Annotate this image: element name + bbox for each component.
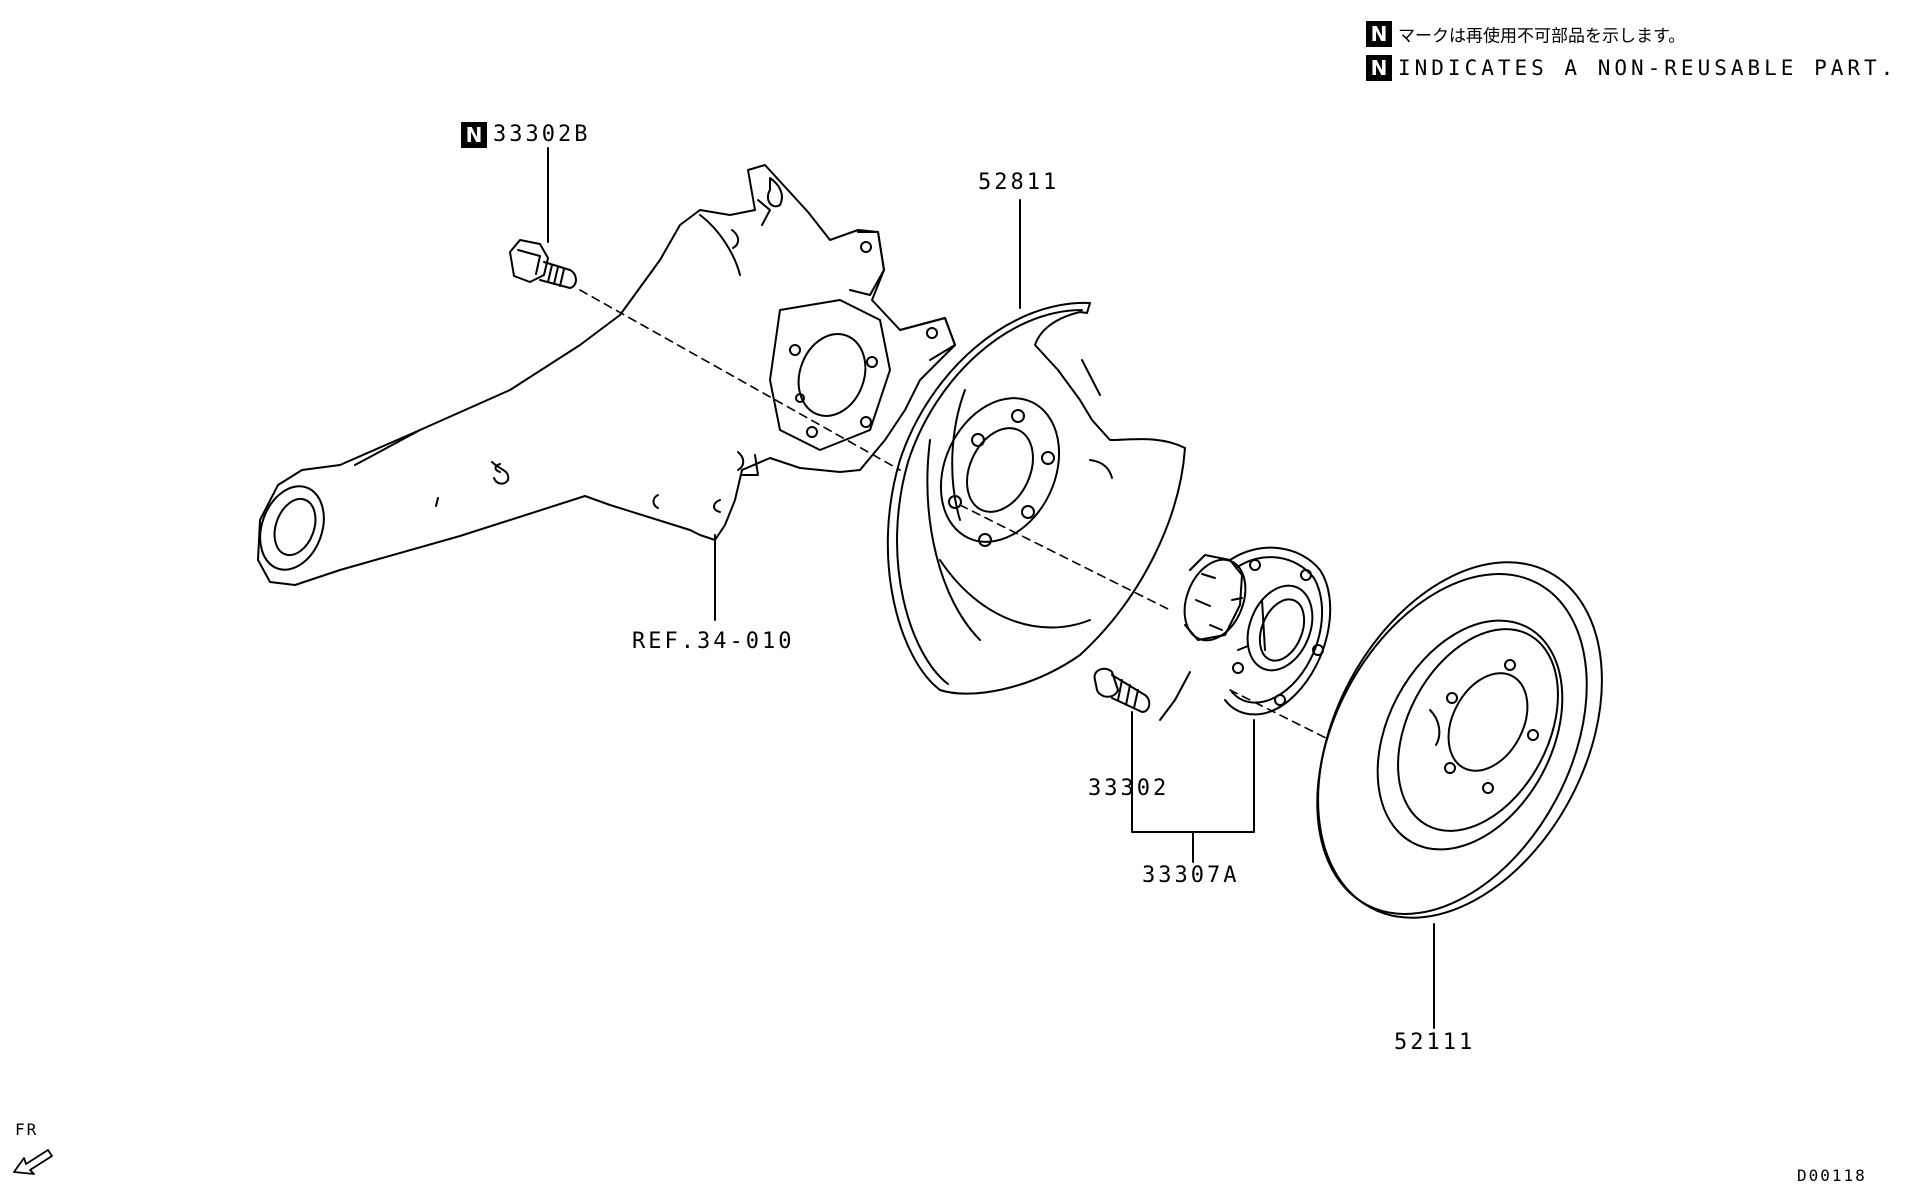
drawing-id: D00118	[1797, 1166, 1867, 1185]
callout-hub-assembly: 33307A	[1142, 863, 1240, 888]
knuckle-arm-drawing	[257, 164, 956, 586]
alignment-dashed-lines	[579, 289, 1331, 741]
brake-disc-52111-drawing	[1316, 561, 1603, 919]
dust-shield-52811-drawing	[886, 301, 1186, 695]
legend-jp: N マークは再使用不可部品を示します。	[1366, 21, 1685, 47]
legend-jp-text: マークは再使用不可部品を示します。	[1398, 26, 1686, 47]
hub-assembly-33307a-drawing	[1183, 546, 1332, 716]
non-reusable-badge: N	[461, 122, 487, 148]
non-reusable-badge: N	[1366, 55, 1392, 81]
legend-en-text: INDICATES A NON-REUSABLE PART.	[1398, 56, 1898, 80]
callout-dust-shield: 52811	[978, 170, 1060, 195]
bolt-33302b-drawing	[509, 239, 577, 289]
non-reusable-badge: N	[1366, 21, 1392, 47]
front-direction-label: FR	[15, 1120, 39, 1139]
callout-hub-bolt: 33302	[1088, 776, 1170, 801]
callout-brake-disc: 52111	[1394, 1030, 1476, 1055]
part-number: 33302B	[493, 122, 591, 147]
hub-bolt-33302-drawing	[1093, 667, 1151, 713]
leader-lines	[547, 147, 1435, 1029]
callout-knuckle-ref: REF.34-010	[632, 629, 795, 654]
front-direction-arrow-icon	[13, 1149, 53, 1175]
